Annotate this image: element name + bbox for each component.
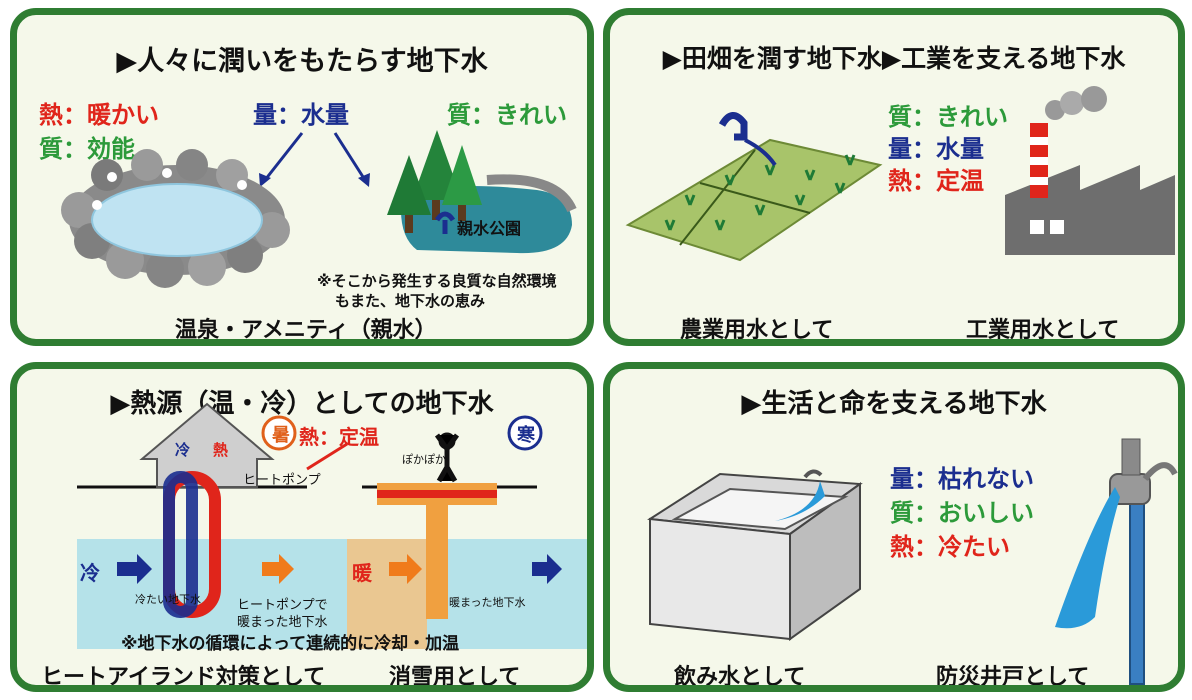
agri-industry-title: ▶田畑を潤す地下水▶工業を支える地下水 [662, 44, 1126, 73]
heat-island-caption: ヒートアイランド対策として [41, 665, 326, 690]
amenity-note-line1: ※そこから発生する良質な自然環境 [317, 272, 557, 290]
industry-caption: 工業用水として [966, 318, 1120, 343]
snowmelt-caption: 消雪用として [389, 665, 521, 690]
heat-source-panel: ▶熱源（温・冷）としての地下水 暑 熱：定温 冷 熱 ヒートポンプ ぽかぽか 寒 [10, 362, 594, 692]
amenity-note-line2: もまた、地下水の恵み [335, 292, 486, 310]
amenity-illustration [61, 130, 577, 288]
amenity-quantity-label: 量：水量 [253, 101, 349, 129]
heat-source-note: ※地下水の循環によって連続的に冷却・加温 [121, 634, 460, 654]
cold-outflow-arrow [532, 554, 562, 584]
heat-constant-label: 熱：定温 [299, 425, 379, 449]
industry-quantity-label: 量：水量 [888, 135, 984, 163]
winter-icon [507, 415, 543, 451]
heat-pump-label: ヒートポンプ [243, 473, 321, 488]
heat-source-illustration [77, 402, 587, 649]
life-quality-label: 質：おいしい [890, 499, 1034, 527]
summer-icon [261, 415, 297, 451]
summer-label: 暑 [272, 425, 290, 446]
winter-label: 寒 [517, 425, 535, 446]
drinking-caption: 飲み水として [674, 665, 806, 690]
amenity-quality-effect-label: 質：効能 [39, 135, 135, 163]
sink-icon [647, 469, 863, 641]
life-heat-label: 熱：冷たい [890, 533, 1010, 561]
warm-outflow-arrow [262, 554, 294, 584]
warm-inflow-arrow [389, 554, 422, 584]
agri-industry-illustration [625, 86, 1175, 262]
cold-inflow-arrow [117, 554, 152, 584]
life-title: ▶生活と命を支える地下水 [741, 389, 1047, 419]
agri-industry-panel: ▶田畑を潤す地下水▶工業を支える地下水 質：きれい 量：水量 熱：定温 [603, 8, 1185, 346]
park-label: 親水公園 [457, 219, 522, 238]
life-quantity-label: 量：枯れない [890, 465, 1034, 493]
life-illustration [647, 438, 1178, 685]
warm-water-label: 暖まった地下水 [449, 596, 526, 609]
agri-caption: 農業用水として [680, 318, 834, 343]
hot-spring-icon [61, 149, 290, 288]
amenity-title: ▶人々に潤いをもたらす地下水 [116, 46, 488, 77]
heat-label: 熱 [213, 441, 229, 459]
heat-source-title: ▶熱源（温・冷）としての地下水 [110, 389, 494, 419]
warm-in-label: 暖 [352, 561, 372, 585]
industry-quality-label: 質：きれい [888, 103, 1008, 131]
cold-water-label: 冷たい地下水 [135, 593, 201, 606]
warmed-pump-line2: 暖まった地下水 [237, 615, 328, 630]
amenity-heat-label: 熱：暖かい [39, 101, 159, 129]
cold-in-label: 冷 [80, 561, 100, 585]
factory-icon [1005, 86, 1175, 255]
house-icon [139, 402, 275, 488]
warmed-pump-line1: ヒートポンプで [237, 598, 328, 613]
warm-sound-label: ぽかぽか [402, 453, 446, 466]
cool-label: 冷 [175, 441, 191, 459]
disaster-well-caption: 防災井戸として [936, 665, 1090, 690]
life-panel: ▶生活と命を支える地下水 量：枯れない 質：おいしい 熱：冷たい 飲み水として … [603, 362, 1185, 692]
person-icon [434, 432, 460, 483]
amenity-panel: ▶人々に潤いをもたらす地下水 熱：暖かい 質：効能 量：水量 質：きれい [10, 8, 594, 346]
hand-pump-icon [1055, 438, 1178, 685]
amenity-quality-clean-label: 質：きれい [447, 101, 567, 129]
amenity-caption: 温泉・アメニティ（親水） [175, 318, 437, 343]
forest-pond-icon [387, 130, 577, 254]
field-icon [625, 112, 883, 262]
industry-heat-label: 熱：定温 [888, 167, 984, 195]
